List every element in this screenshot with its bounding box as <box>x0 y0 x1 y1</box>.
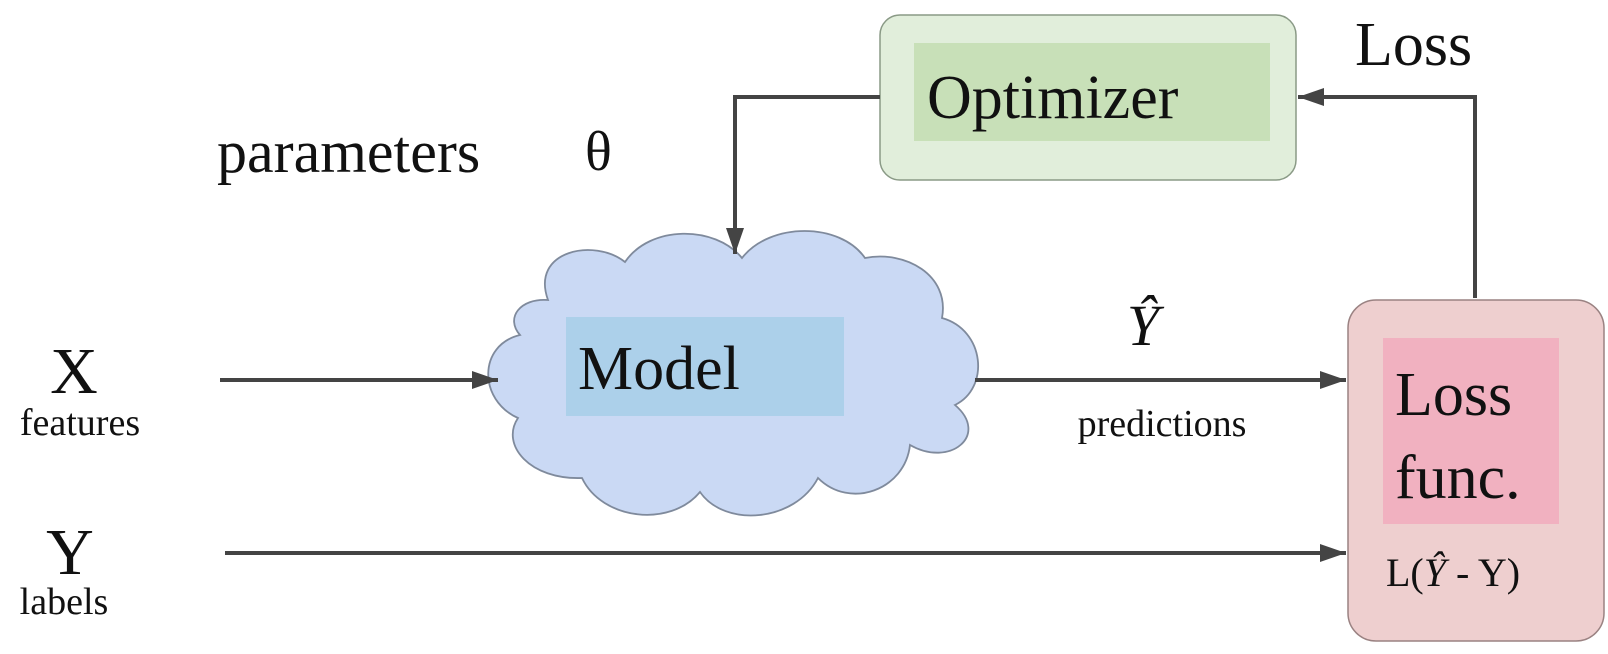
theta-symbol: θ <box>585 121 612 183</box>
input-y-symbol: Y <box>46 516 94 589</box>
optimizer-node: Optimizer <box>879 14 1297 181</box>
loss-func-label-line1: Loss <box>1395 361 1512 429</box>
loss-func-label-box <box>1383 338 1559 524</box>
input-x-caption: features <box>20 402 140 444</box>
parameters-label: parameters <box>217 119 480 185</box>
prediction-caption: predictions <box>1078 403 1247 445</box>
loss-formula-prefix: L( <box>1386 550 1424 595</box>
loss-func-node: Loss func. L(Ŷ - Y) <box>1347 299 1605 642</box>
input-y-caption: labels <box>20 581 109 623</box>
loss-edge-label: Loss <box>1355 11 1472 79</box>
optimizer-label-box <box>914 43 1270 141</box>
loss-formula-suffix: - Y) <box>1446 550 1520 595</box>
model-label: Model <box>578 335 740 403</box>
loss-func-label-line2: func. <box>1395 444 1521 512</box>
edge-loss-to-optimizer <box>1298 88 1477 298</box>
model-node: Model <box>487 230 979 517</box>
optimizer-label: Optimizer <box>927 64 1179 132</box>
edge-optimizer-to-model <box>726 95 880 254</box>
model-label-box <box>566 317 844 416</box>
loss-formula-hat: Ŷ <box>1424 550 1450 595</box>
prediction-symbol: Ŷ <box>1127 293 1165 358</box>
input-x-symbol: X <box>50 335 98 408</box>
loss-formula: L(Ŷ - Y) <box>1386 550 1520 595</box>
